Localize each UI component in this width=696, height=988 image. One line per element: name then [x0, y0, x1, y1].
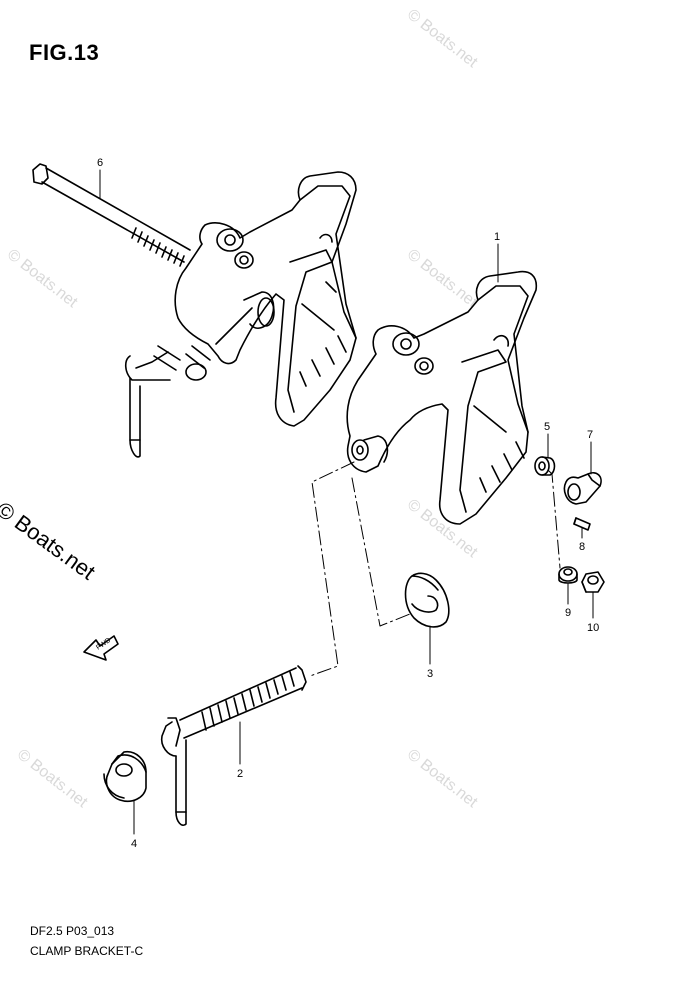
figure-name: CLAMP BRACKET-C: [30, 944, 144, 958]
callout-6: 6: [97, 157, 103, 169]
callout-4: 4: [131, 838, 137, 850]
callout-8: 8: [579, 541, 585, 553]
pin-8: [573, 517, 591, 531]
knob-4: [103, 750, 147, 803]
callout-7: 7: [587, 429, 593, 441]
front-clamp-bracket: [346, 270, 538, 525]
figure-title: FIG.13: [29, 40, 100, 65]
callout-10: 10: [587, 622, 599, 634]
figure-code: DF2.5 P03_013: [30, 924, 115, 938]
callout-9: 9: [565, 607, 571, 619]
washer-5: [534, 456, 556, 476]
wing-nut-7: [563, 471, 602, 505]
callout-5: 5: [544, 421, 550, 433]
washer-9: [558, 566, 578, 584]
nut-10: [581, 571, 605, 593]
assembly-leader-lines: [309, 461, 561, 677]
callout-2: 2: [237, 768, 243, 780]
clamp-pad-3: [404, 572, 450, 628]
rear-clamp-bracket: [174, 171, 357, 427]
callout-3: 3: [427, 668, 433, 680]
fwd-arrow: FWD: [83, 635, 119, 661]
clamp-screw-2: [160, 665, 307, 827]
callout-1: 1: [494, 231, 500, 243]
callouts: 6 1 5 7 8 9 10 3 2 4: [97, 157, 599, 850]
bolt-6: [32, 163, 253, 458]
